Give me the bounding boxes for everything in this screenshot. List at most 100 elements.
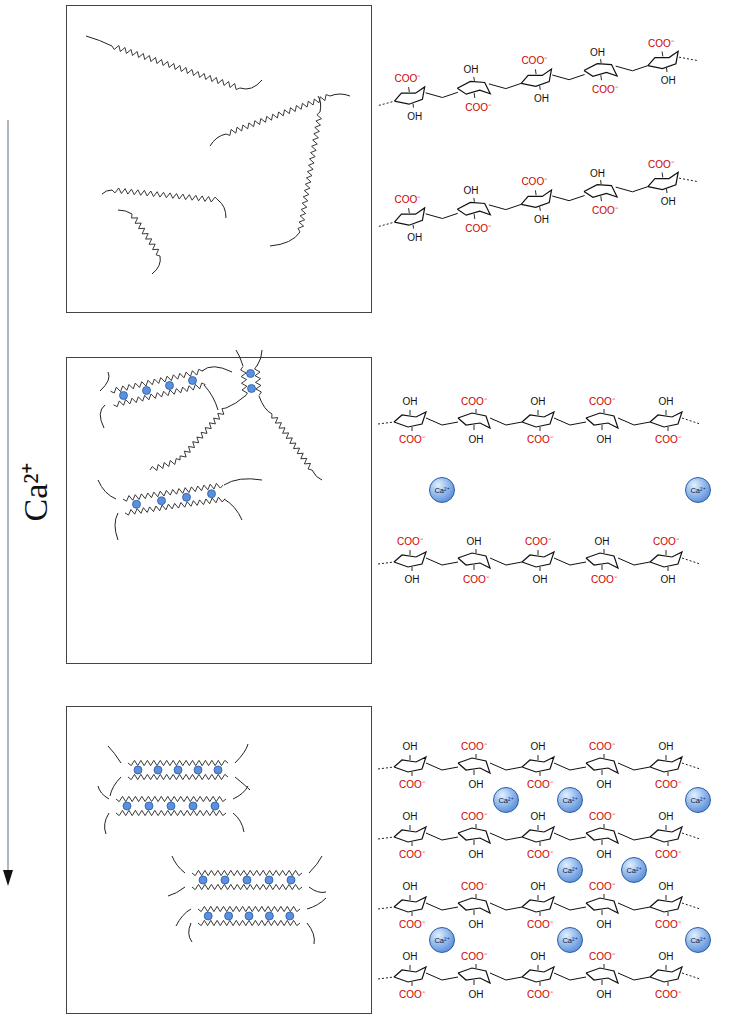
polymer-tail: [102, 190, 112, 194]
carboxylate-label: COO⁻: [653, 536, 679, 548]
bond: [600, 196, 602, 201]
glycosidic-bond: [489, 204, 521, 209]
carboxylate-label: COO⁻: [521, 55, 547, 67]
bond: [668, 427, 669, 431]
carboxylate-label: COO⁻: [591, 574, 617, 586]
bond: [602, 770, 603, 775]
hydroxyl-label: OH: [597, 989, 612, 1001]
ion-label: Ca²⁺: [626, 865, 641, 875]
polymer-chain: [272, 414, 312, 470]
calcium-dot: [245, 912, 253, 920]
polymer-tail: [108, 746, 121, 763]
polymer-tail: [176, 909, 191, 926]
polymer-tail: [189, 923, 192, 942]
carboxylate-label: COO⁻: [589, 951, 615, 963]
hydroxyl-label: OH: [531, 881, 546, 893]
carboxylate-label: COO⁻: [463, 574, 489, 586]
bond: [474, 425, 475, 430]
polymer-tail: [105, 813, 109, 834]
calcium-dot: [204, 912, 212, 920]
carboxylate-label: COO⁻: [461, 951, 487, 963]
sugar-ring: [394, 87, 424, 104]
hydroxyl-label: OH: [531, 811, 546, 823]
bond: [604, 894, 605, 898]
calcium-dot: [189, 377, 197, 385]
calcium-dot: [133, 500, 141, 508]
hydroxyl-label: OH: [403, 881, 418, 893]
polymer-tail: [224, 479, 262, 485]
glycosidic-bond: [489, 83, 521, 88]
glycosidic-bond: [426, 973, 458, 980]
bond: [538, 410, 539, 415]
ion-label: Ca²⁺: [690, 485, 705, 495]
calcium-dot: [145, 802, 153, 810]
carboxylate-label: COO⁻: [527, 434, 553, 446]
polymer-tail: [210, 134, 226, 146]
hydroxyl-label: OH: [659, 881, 674, 893]
process-arrow: [7, 120, 8, 872]
carboxylate-label: COO⁻: [655, 849, 681, 861]
carboxylate-label: COO⁻: [525, 536, 551, 548]
glycosidic-bond: [490, 418, 522, 425]
bond: [476, 964, 477, 968]
bond: [666, 410, 667, 415]
chain-end: [379, 101, 395, 105]
hydroxyl-label: OH: [469, 989, 484, 1001]
glycosidic-bond: [554, 833, 586, 840]
carboxylate-label: COO⁻: [592, 84, 618, 96]
bond: [540, 772, 541, 776]
sugar-ring: [648, 51, 678, 68]
hydroxyl-label: OH: [531, 396, 546, 408]
bond: [410, 825, 411, 830]
calcium-dot: [248, 385, 256, 393]
polymer-chain: [128, 774, 228, 779]
carboxylate-label: COO⁻: [648, 38, 674, 50]
hydroxyl-label: OH: [531, 951, 546, 963]
hydroxyl-label: OH: [403, 951, 418, 963]
bond: [476, 409, 477, 413]
bond: [412, 772, 413, 776]
chain-end: [682, 558, 700, 564]
calcium-ion: Ca²⁺: [557, 927, 583, 953]
hydroxyl-label: OH: [590, 168, 605, 180]
bond: [538, 825, 539, 830]
bond: [474, 770, 475, 775]
bond: [604, 754, 605, 758]
calcium-dot: [265, 876, 273, 884]
hydroxyl-label: OH: [597, 849, 612, 861]
bond: [476, 549, 477, 553]
hydroxyl-label: OH: [597, 779, 612, 791]
chain-end: [378, 907, 394, 909]
carboxylate-label: COO⁻: [465, 102, 491, 114]
carboxylate-label: COO⁻: [527, 989, 553, 1001]
glycosidic-bond: [426, 763, 458, 770]
polymer-tail: [172, 856, 185, 873]
bond: [412, 982, 413, 986]
glycosidic-bond: [618, 833, 650, 840]
calcium-ion: Ca²⁺: [685, 787, 711, 813]
calcium-ion: Ca²⁺: [429, 927, 455, 953]
glycosidic-bond: [618, 903, 650, 910]
chain-end: [378, 422, 394, 424]
chain-end: [378, 767, 394, 769]
calcium-dot: [174, 766, 182, 774]
hydroxyl-label: OH: [661, 574, 676, 586]
ion-label: Ca²⁺: [562, 795, 577, 805]
polymer-tail: [257, 350, 262, 366]
bond: [408, 208, 410, 213]
polymer-chain: [198, 906, 300, 911]
calcium-dot: [225, 912, 233, 920]
bond: [604, 549, 605, 553]
glycosidic-bond: [618, 763, 650, 770]
calcium-dot: [167, 802, 175, 810]
carboxylate-label: COO⁻: [648, 159, 674, 171]
bond: [666, 895, 667, 900]
bond: [602, 980, 603, 985]
carboxylate-label: COO⁻: [461, 881, 487, 893]
glycosidic-bond: [554, 763, 586, 770]
carboxylate-label: COO⁻: [589, 881, 615, 893]
bond: [474, 840, 475, 845]
glycosidic-bond: [554, 558, 586, 565]
